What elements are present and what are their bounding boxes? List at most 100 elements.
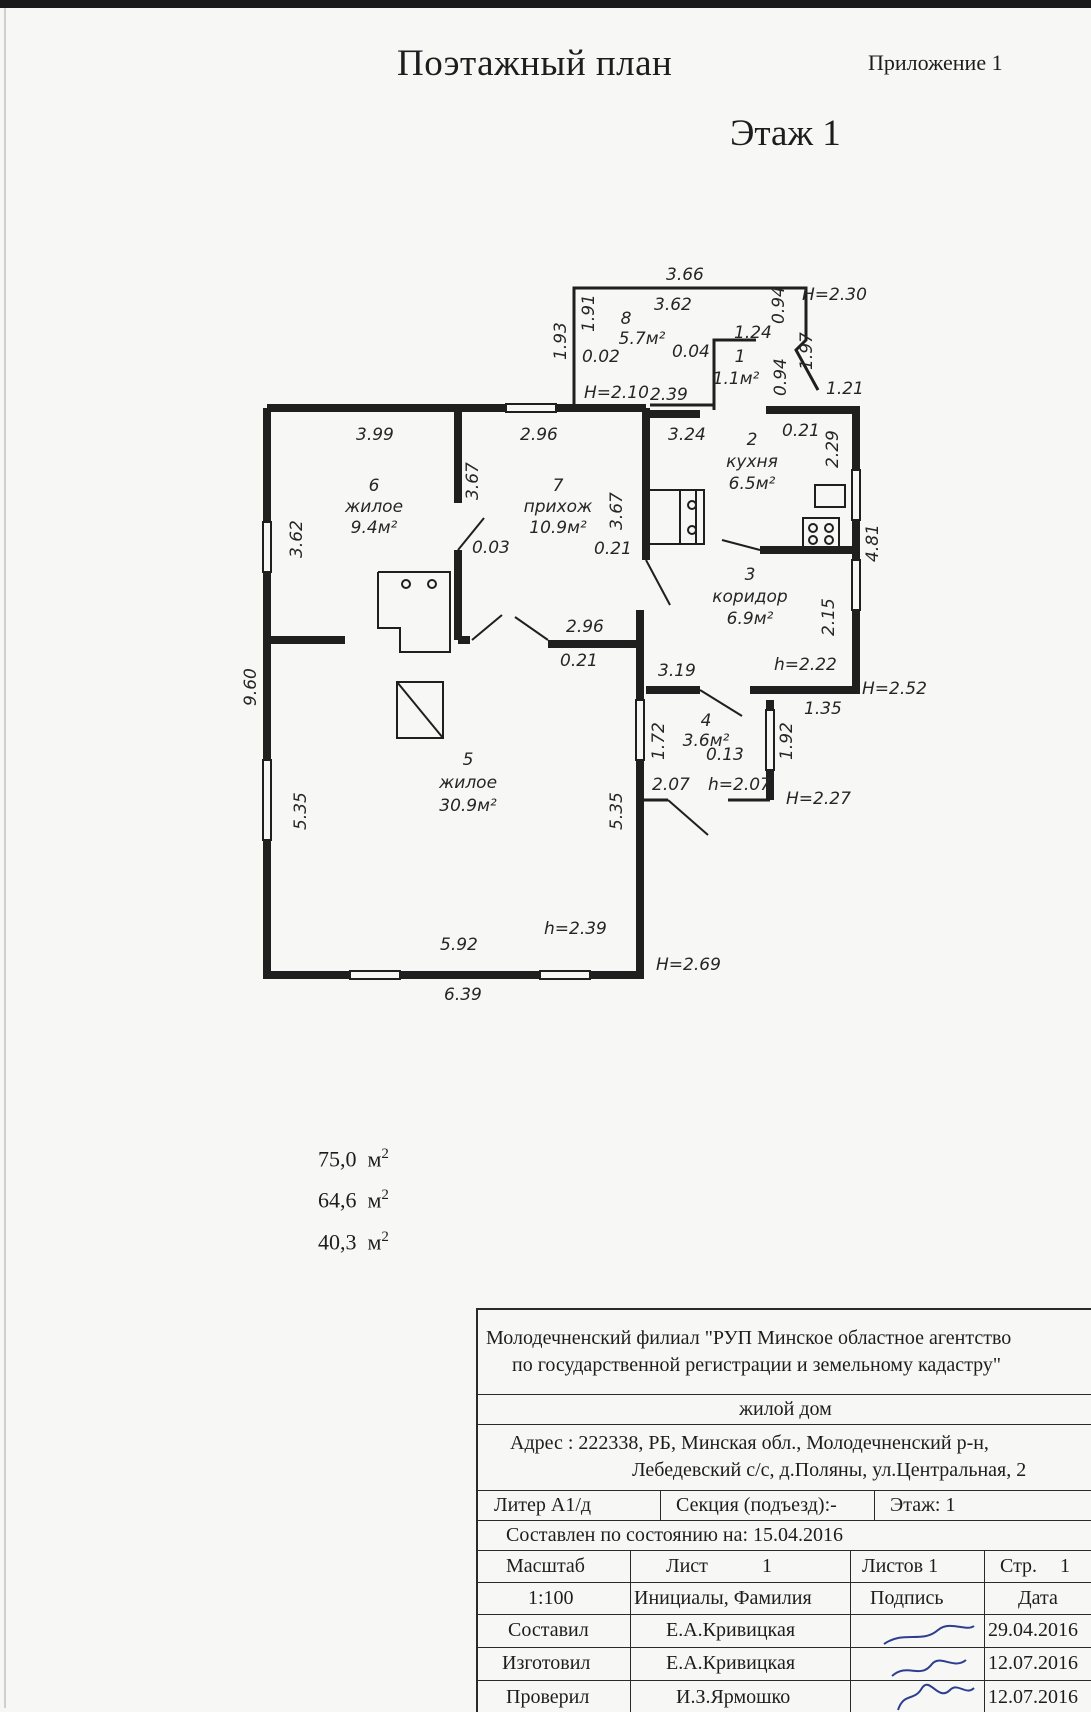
dim-3-67a: 3.67 [463, 462, 483, 500]
dim-0-04: 0.04 [672, 342, 710, 362]
dim-1-24: 1.24 [734, 323, 772, 343]
stamp-address-row: Адрес : 222338, РБ, Минская обл., Молоде… [478, 1424, 1091, 1491]
stamp-signature-label: Подпись [870, 1586, 944, 1609]
room-3-name: коридор [712, 587, 788, 607]
hob-burner-4 [824, 535, 834, 545]
stamp-role-checked: Проверил [506, 1685, 590, 1708]
title-block: Молодечненский филиал "РУП Минское облас… [476, 1308, 1091, 1712]
stamp-name-compiled: Е.А.Кривицкая [666, 1619, 796, 1641]
height-h-2-10: H=2.10 [584, 383, 649, 403]
stamp-compiled-row: Составил Е.А.Кривицкая 29.04.2016 [478, 1614, 1091, 1648]
height-labels: H=2.30 H=2.10 H=2.52 h=2.22 h=2.07 H=2.2… [544, 285, 927, 975]
stamp-org-row: Молодечненский филиал "РУП Минское облас… [478, 1310, 1091, 1395]
window-4-east [765, 709, 775, 771]
stamp-sheets-total: Листов 1 [862, 1554, 939, 1577]
area-summary: 75,0 м2 64,6 м2 40,3 м2 [318, 1136, 389, 1260]
room-3-area: 6.9м² [727, 609, 774, 629]
scan-left-edge [4, 8, 6, 1708]
stamp-sheet-row: Масштаб Лист 1 Листов 1 Стр. 1 [478, 1550, 1091, 1583]
dim-5-92: 5.92 [440, 935, 478, 955]
height-h-2-52: H=2.52 [862, 679, 927, 699]
dim-0-94a: 0.94 [769, 286, 789, 324]
height-h-2-69: H=2.69 [656, 955, 721, 975]
window-5-east [635, 699, 645, 761]
room-7-name: прихож [524, 497, 593, 517]
height-h-2-22: h=2.22 [774, 655, 837, 675]
area-general-power: 2 [381, 1187, 389, 1204]
stamp-floor: Этаж: 1 [890, 1493, 956, 1516]
room-5-number: 5 [463, 750, 474, 770]
dim-1-97: 1.97 [797, 332, 817, 370]
dim-0-94b: 0.94 [771, 358, 791, 396]
stamp-role-made: Изготовил [502, 1652, 591, 1674]
dim-3-62b: 3.62 [287, 520, 307, 558]
area-general-unit: м [367, 1187, 382, 1213]
dim-1-91: 1.91 [579, 294, 599, 332]
window-kitchen-east [851, 469, 861, 521]
door-6-7 [457, 517, 485, 551]
area-general-row: 64,6 м2 [318, 1177, 389, 1218]
window-7-north [505, 403, 557, 413]
height-h-2-30: H=2.30 [802, 285, 867, 305]
stamp-address-line2: Лебедевский с/с, д.Поляны, ул.Центральна… [632, 1459, 1027, 1481]
room-8-area: 5.7м² [619, 329, 666, 349]
door-porch [795, 349, 819, 391]
stamp-litera: Литер А1/д [494, 1493, 592, 1516]
stamp-litera-row: Литер А1/д Секция (подъезд):- Этаж: 1 [478, 1490, 1091, 1521]
stamp-page-label: Стр. [1000, 1554, 1038, 1577]
stamp-role-compiled: Составил [508, 1619, 589, 1641]
stamp-date-checked: 12.07.2016 [988, 1685, 1078, 1708]
door-7-5b [514, 616, 549, 641]
kitchen-stove [679, 489, 705, 545]
floor-title: Этаж 1 [730, 113, 841, 154]
room-2-area: 6.5м² [729, 474, 776, 494]
chimney-diagonal [396, 681, 444, 739]
stamp-name-checked: И.З.Ярмошко [676, 1685, 791, 1708]
chimney-box [396, 681, 444, 739]
kitchen-hob [802, 517, 840, 551]
dim-2-96b: 2.96 [566, 617, 604, 637]
door-kitchen [721, 539, 761, 551]
dim-0-13: 0.13 [706, 745, 744, 765]
dim-2-96a: 2.96 [520, 425, 558, 445]
dim-2-15: 2.15 [819, 598, 839, 636]
hob-burner-1 [808, 523, 818, 533]
door-exit [667, 799, 709, 836]
room-7-number: 7 [553, 476, 564, 496]
appendix-label: Приложение 1 [868, 50, 1003, 75]
stamp-scale-value: 1:100 [528, 1586, 574, 1609]
scan-top-edge [0, 0, 1091, 8]
dim-1-21: 1.21 [826, 379, 864, 399]
dim-9-60: 9.60 [241, 668, 261, 706]
hob-burner-2 [824, 523, 834, 533]
room-1-number: 1 [735, 347, 746, 367]
stamp-address-line1: Адрес : 222338, РБ, Минская обл., Молоде… [510, 1432, 989, 1454]
window-5-west [262, 759, 272, 841]
stamp-compiled-state: Составлен по состоянию на: 15.04.2016 [506, 1523, 844, 1546]
sink [814, 484, 846, 508]
stamp-section: Секция (подъезд):- [676, 1493, 837, 1516]
room-6-area: 9.4м² [351, 518, 398, 538]
room-2-number: 2 [747, 430, 758, 450]
stamp-date-compiled: 29.04.2016 [988, 1619, 1078, 1641]
windows [262, 403, 861, 980]
dim-3-67b: 3.67 [607, 492, 627, 530]
area-living-power: 2 [381, 1228, 389, 1245]
room-7-area: 10.9м² [529, 518, 587, 538]
stamp-name-made: Е.А.Кривицкая [666, 1652, 796, 1674]
dim-1-72: 1.72 [649, 722, 669, 760]
outer-wall-west [263, 408, 644, 979]
door-7-3 [645, 559, 671, 606]
kitchen-cabinet [645, 489, 697, 545]
stamp-date-label: Дата [1018, 1586, 1058, 1609]
stove-burner-1 [401, 579, 411, 589]
stamp-sheet-number: 1 [762, 1554, 772, 1577]
stamp-sheet-label: Лист [666, 1554, 708, 1577]
stamp-state-row: Составлен по состоянию на: 15.04.2016 [478, 1520, 1091, 1551]
room-labels: 8 5.7м² 1 1.1м² 2 кухня 6.5м² 6 жилое 9.… [344, 309, 788, 816]
dim-1-92: 1.92 [777, 722, 797, 760]
area-living-row: 40,3 м2 [318, 1219, 389, 1260]
dim-5-35a: 5.35 [291, 792, 311, 830]
height-h-2-27: H=2.27 [786, 789, 851, 809]
